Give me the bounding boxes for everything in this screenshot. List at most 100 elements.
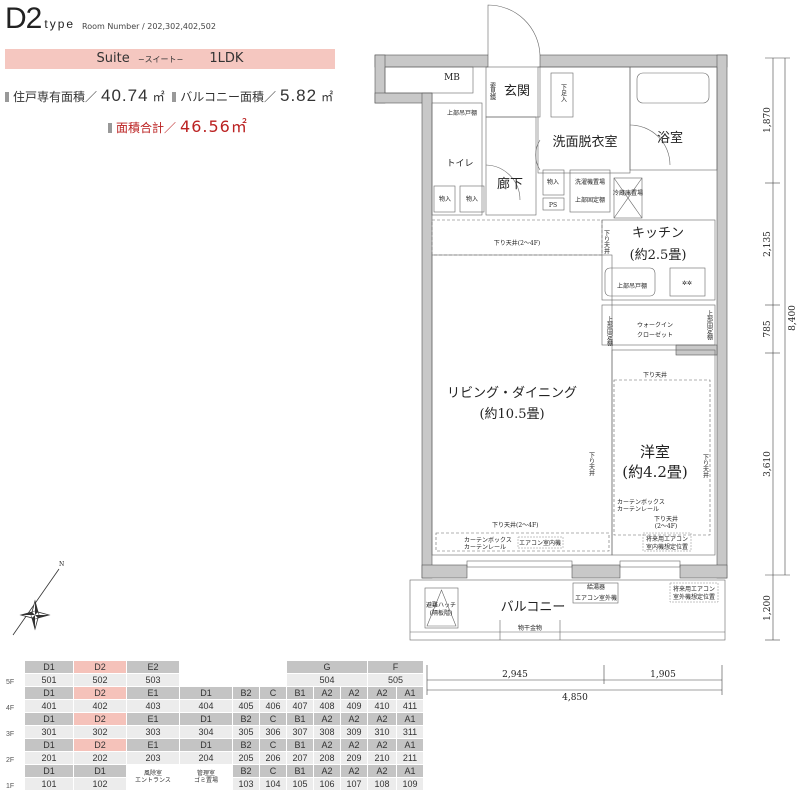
common-area-label: 風除室 — [143, 770, 162, 777]
unit-type-cell: A2 — [340, 764, 368, 778]
unit-number-cell: 104 — [259, 777, 287, 791]
hatch-label: (隔板階) — [430, 609, 453, 617]
unit-type-cell: B2 — [232, 686, 260, 700]
unit-type-cell: A2 — [340, 712, 368, 726]
dimension-labels: 1,870 2,135 785 3,610 1,200 8,400 2,945 … — [502, 107, 798, 703]
unit-number-cell: 101 — [24, 777, 74, 791]
shelf-label: 上部固定棚 — [606, 315, 613, 347]
living-size: (約10.5畳) — [479, 407, 544, 422]
interior-lines — [384, 4, 726, 641]
unit-type-cell: D1 — [24, 764, 74, 778]
unit-type-cell: B1 — [286, 712, 314, 726]
total-area-value: 46.56㎡ — [180, 117, 248, 136]
unit-type-cell: A2 — [313, 712, 341, 726]
private-area-value: 40.74 — [101, 86, 149, 105]
band-sub: −スイート− — [137, 55, 184, 64]
unit-number-cell: 210 — [367, 751, 397, 765]
room-labels: MB 玄関 下足入 姿見鏡 上部吊戸棚 トイレ 洗面脱衣室 浴室 廊下 物入 洗… — [426, 73, 719, 632]
mirror-label: 姿見鏡 — [489, 81, 496, 101]
hatch-label: 避難ハッチ — [426, 601, 456, 609]
bullet-icon — [5, 92, 9, 102]
unit-type-cell: F — [367, 660, 424, 674]
type-suffix: type — [44, 17, 76, 31]
unit-type-cell: B1 — [286, 686, 314, 700]
ceiling-note: 下り天井 — [654, 515, 678, 523]
western-room-size: (約4.2畳) — [622, 463, 688, 481]
unit-number-cell: 108 — [367, 777, 397, 791]
unit-type-cell: D2 — [73, 686, 127, 700]
fridge-label: 冷蔵庫置場 — [613, 189, 643, 197]
washer-label: 洗濯機置場 — [575, 178, 605, 186]
kitchen-label: キッチン — [632, 226, 684, 241]
unit-number-cell: 201 — [24, 751, 74, 765]
toilet-label: トイレ — [446, 159, 473, 169]
plan-category-band: Suite −スイート− 1LDK — [5, 49, 335, 69]
unit-number-cell: 501 — [24, 673, 74, 687]
unit-number-cell: 408 — [313, 699, 341, 713]
ceiling-note: (2〜4F) — [655, 523, 677, 530]
living-label: リビング・ダイニング — [447, 386, 577, 401]
shoe-box-label: 下足入 — [560, 84, 567, 102]
future-ac-outdoor-label: 将来用エアコン — [673, 585, 715, 593]
compass-icon — [12, 568, 60, 636]
storage-label: 物入 — [439, 195, 451, 203]
unit-type-cell: A2 — [367, 738, 397, 752]
unit-number-cell: 311 — [396, 725, 424, 739]
unit-number-cell: 407 — [286, 699, 314, 713]
curtain-label: カーテンレール — [464, 544, 506, 551]
common-area-cell: 風除室エントランス — [126, 764, 180, 791]
unit-number-cell: 404 — [179, 699, 233, 713]
ceiling-note: 下り天井(2〜4F) — [492, 521, 538, 529]
entry-door-swing — [487, 4, 541, 56]
balcony-area-value: 5.82 — [279, 86, 318, 105]
unit-type-cell: A1 — [396, 686, 424, 700]
unit-type-cell: B2 — [232, 764, 260, 778]
unit-type-cell: C — [259, 764, 287, 778]
unit-type-cell: A1 — [396, 764, 424, 778]
unit-type-cell: E1 — [126, 686, 180, 700]
compass-north-label: N — [59, 561, 64, 568]
toilet-cabinet-label: 上部吊戸棚 — [447, 109, 477, 117]
unit-number-cell: 207 — [286, 751, 314, 765]
unit-type-cell: A2 — [313, 764, 341, 778]
total-area: 面積合計／46.56㎡ — [108, 113, 248, 137]
dim-right: 1,870 — [763, 107, 773, 133]
unit-type-cell: D1 — [24, 712, 74, 726]
curtain-label: カーテンボックス — [617, 498, 665, 506]
unit-number-cell: 505 — [367, 673, 424, 687]
unit-number-cell: 409 — [340, 699, 368, 713]
unit-type-cell: A2 — [313, 738, 341, 752]
unit-type-cell: D1 — [179, 712, 233, 726]
unit-type-cell: E2 — [126, 660, 180, 674]
unit-type-cell: A1 — [396, 738, 424, 752]
common-area-label: エントランス — [135, 777, 171, 784]
dim-bottom: 2,945 — [502, 670, 528, 680]
dim-right: 785 — [763, 320, 773, 337]
dim-right: 2,135 — [763, 231, 773, 257]
storage-label: 物入 — [547, 178, 559, 186]
unit-number-cell: 302 — [73, 725, 127, 739]
unit-number-cell: 310 — [367, 725, 397, 739]
unit-number-cell: 304 — [179, 725, 233, 739]
dim-right-total: 8,400 — [788, 305, 798, 331]
drying-rack-label: 物干金物 — [518, 624, 542, 632]
wic-label: ウォークイン — [637, 321, 673, 329]
unit-number-cell: 301 — [24, 725, 74, 739]
room-numbers: Room Number / 202,302,402,502 — [82, 22, 216, 31]
type-code: D2 — [5, 2, 42, 35]
kitchen-cabinet-label: 上部吊戸棚 — [617, 282, 647, 290]
unit-type-cell: B1 — [286, 764, 314, 778]
unit-number-cell: 401 — [24, 699, 74, 713]
washroom-label: 洗面脱衣室 — [552, 134, 617, 150]
unit-number-cell: 202 — [73, 751, 127, 765]
unit-number-cell: 402 — [73, 699, 127, 713]
dim-bottom-total: 4,850 — [562, 693, 588, 703]
unit-type-cell: D2 — [73, 738, 127, 752]
